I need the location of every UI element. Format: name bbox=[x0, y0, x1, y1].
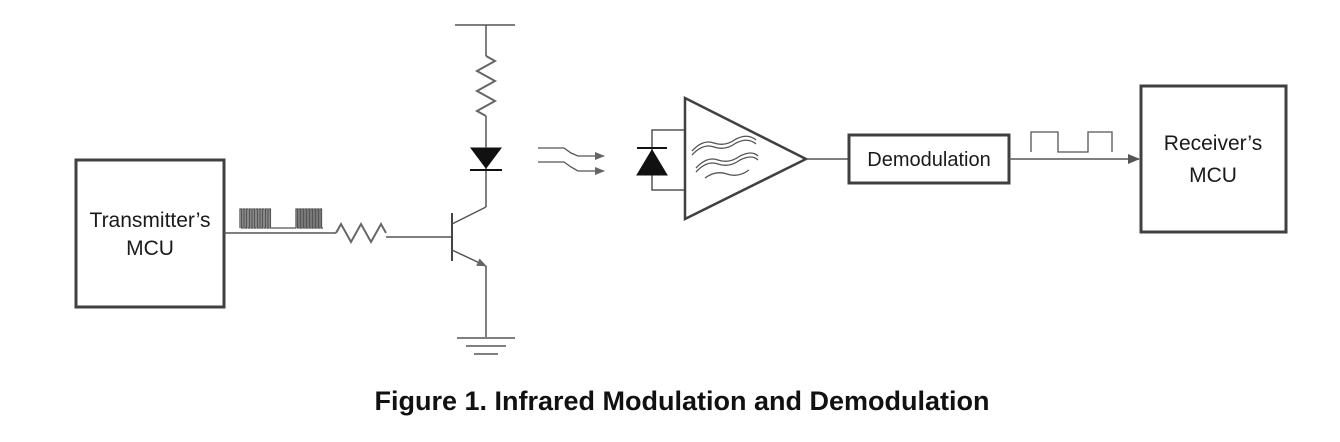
receiver-mcu-block: Receiver’s MCU bbox=[1139, 84, 1288, 234]
resistor-icon bbox=[474, 55, 498, 117]
led-icon bbox=[470, 147, 502, 171]
receiver-mcu-label-line2: MCU bbox=[1189, 164, 1237, 187]
photodiode-icon bbox=[636, 129, 685, 191]
ground-icon bbox=[457, 337, 515, 355]
amplifier-icon bbox=[683, 95, 809, 222]
resistor-icon bbox=[335, 221, 387, 245]
modulated-signal-icon bbox=[239, 208, 323, 229]
bandpass-filter-icon bbox=[691, 135, 759, 179]
transmitter-mcu-block: Transmitter’s MCU bbox=[74, 158, 226, 309]
transmitter-mcu-label-line2: MCU bbox=[126, 237, 174, 260]
npn-transistor-icon bbox=[451, 206, 487, 267]
figure-caption: Figure 1. Infrared Modulation and Demodu… bbox=[374, 386, 989, 416]
demodulation-label: Demodulation bbox=[867, 149, 990, 171]
receiver-mcu-label-line1: Receiver’s bbox=[1164, 132, 1262, 155]
ir-light-arrows-icon bbox=[538, 147, 605, 175]
square-wave-icon bbox=[1030, 131, 1113, 153]
demodulation-block: Demodulation bbox=[847, 133, 1011, 185]
transmitter-mcu-label-line1: Transmitter’s bbox=[90, 209, 211, 232]
